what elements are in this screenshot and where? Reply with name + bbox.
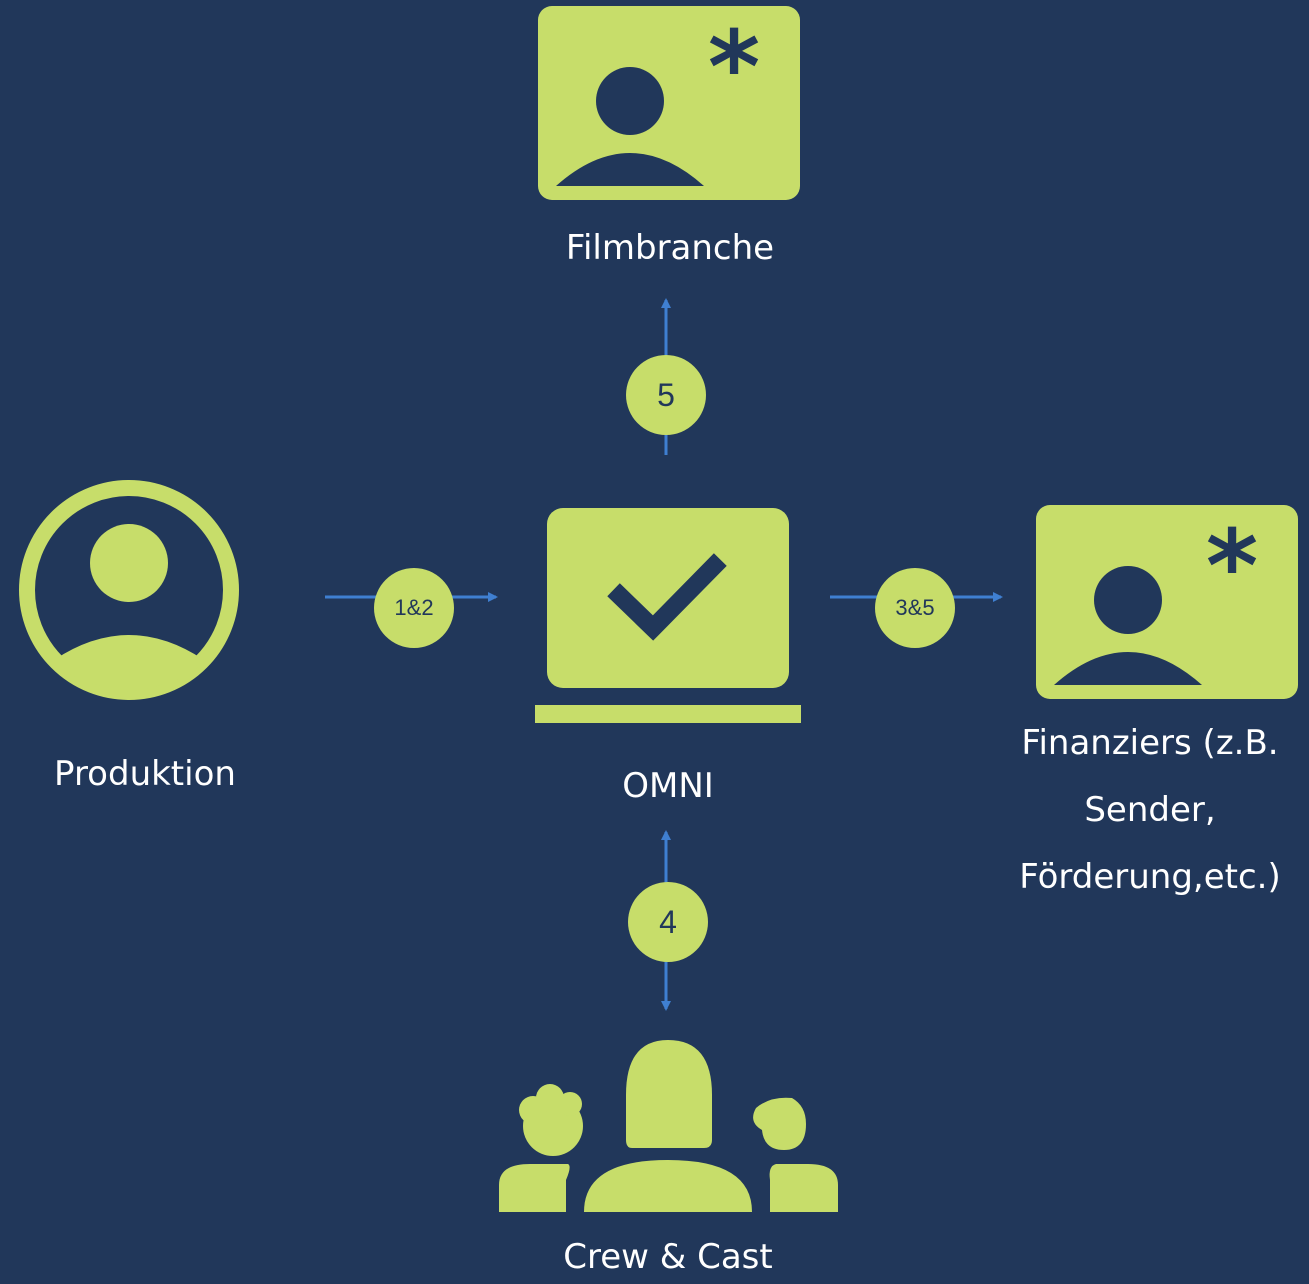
badge-step-5: 5 — [626, 355, 706, 435]
crew-cast-label: Crew & Cast — [563, 1237, 773, 1277]
badge-step-1-2: 1&2 — [374, 568, 454, 648]
badge-step-4: 4 — [628, 882, 708, 962]
produktion-label: Produktion — [54, 754, 236, 794]
finanziers-label-line-3: Förderung,etc.) — [1019, 857, 1281, 897]
finanziers-label-line-1: Finanziers (z.B. — [1021, 723, 1279, 763]
finanziers-label-line-2: Sender, — [1084, 790, 1216, 830]
filmbranche-label: Filmbranche — [565, 228, 775, 268]
omni-label: OMNI — [622, 766, 714, 806]
badge-step-3-5: 3&5 — [875, 568, 955, 648]
